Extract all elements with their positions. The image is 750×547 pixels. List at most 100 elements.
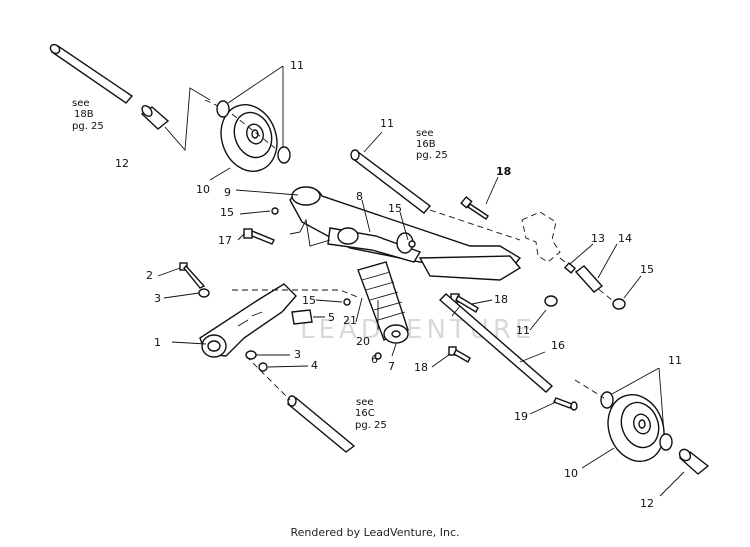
leader-10-lower bbox=[581, 447, 615, 469]
leaders-13-14-15 bbox=[569, 243, 642, 299]
axis-upper-wheel bbox=[204, 99, 276, 149]
callout-19: 19 bbox=[514, 410, 528, 423]
axis-bolt-line bbox=[232, 289, 361, 299]
callout-15-c: 15 bbox=[302, 294, 316, 307]
lower-left-shaft bbox=[286, 395, 356, 453]
callout-10-upper: 10 bbox=[196, 183, 210, 196]
leader-18-middle bbox=[471, 299, 493, 305]
nut-4 bbox=[258, 362, 268, 372]
ref-16c: see 16C pg. 25 bbox=[355, 397, 387, 431]
bolt-2 bbox=[179, 262, 206, 289]
callout-4: 4 bbox=[311, 359, 318, 372]
washer-11-lower-a bbox=[600, 391, 614, 409]
bushing-5 bbox=[291, 309, 313, 325]
svg-text:16B: 16B bbox=[416, 139, 436, 150]
ref-18b: see 18B pg. 25 bbox=[72, 98, 104, 132]
callout-15-a: 15 bbox=[220, 206, 234, 219]
svg-text:16C: 16C bbox=[355, 408, 375, 419]
swing-arm bbox=[289, 186, 522, 281]
nut-15-upper bbox=[271, 207, 279, 215]
callout-12-upper: 12 bbox=[115, 157, 129, 170]
leaders-2-3 bbox=[157, 267, 200, 299]
bushing-12-lower bbox=[678, 448, 710, 475]
callout-17: 17 bbox=[218, 234, 232, 247]
axis-lower-wheel bbox=[574, 379, 605, 399]
bracket-dashed bbox=[521, 211, 561, 263]
callout-16: 16 bbox=[551, 339, 565, 352]
callout-8: 8 bbox=[356, 190, 363, 203]
ref-16b: see 16B pg. 25 bbox=[416, 128, 448, 161]
washer-11-lower-b bbox=[659, 433, 673, 451]
leader-18-top bbox=[485, 176, 499, 205]
callout-9: 9 bbox=[224, 186, 231, 199]
nut-15-left bbox=[343, 298, 351, 306]
leader-11-lower bbox=[611, 367, 665, 434]
callout-11-middle: 11 bbox=[516, 324, 530, 337]
nut-15-right bbox=[612, 298, 626, 310]
footer-credit: Rendered by LeadVenture, Inc. bbox=[290, 526, 460, 539]
callout-20: 20 bbox=[356, 335, 370, 348]
upper-right-shaft bbox=[350, 149, 432, 214]
callout-14: 14 bbox=[618, 232, 632, 245]
svg-text:18B: 18B bbox=[74, 109, 94, 120]
leader-19 bbox=[529, 401, 557, 415]
main-arm bbox=[199, 283, 297, 358]
bolt-17 bbox=[243, 228, 275, 245]
bolt-19 bbox=[553, 397, 578, 411]
washer-3-left bbox=[198, 288, 210, 298]
leader-11-shaft bbox=[363, 131, 383, 153]
callout-3-upper: 3 bbox=[154, 292, 161, 305]
leaders-5-15 bbox=[313, 299, 343, 318]
bushing-14 bbox=[574, 265, 604, 293]
callout-7: 7 bbox=[388, 360, 395, 373]
callout-21: 21 bbox=[343, 314, 357, 327]
washer-11-upper-b bbox=[277, 146, 291, 164]
svg-text:pg. 25: pg. 25 bbox=[416, 150, 448, 161]
long-shaft-16 bbox=[438, 293, 554, 393]
idler-wheel-lower bbox=[607, 394, 665, 462]
bolt-18-lower bbox=[448, 346, 471, 363]
callout-1: 1 bbox=[154, 336, 161, 349]
washer-11-upper-a bbox=[216, 100, 230, 118]
callout-15-right: 15 bbox=[640, 263, 654, 276]
washer-11-middle bbox=[544, 295, 558, 307]
bolt-18-top bbox=[460, 196, 489, 220]
leaders-misc bbox=[209, 167, 461, 357]
callout-11-shaft: 11 bbox=[380, 117, 394, 130]
bushing-12-upper bbox=[140, 105, 170, 130]
callout-5: 5 bbox=[328, 311, 335, 324]
upper-left-shaft bbox=[49, 43, 134, 104]
callout-12-lower: 12 bbox=[640, 497, 654, 510]
leader-12-bracket bbox=[164, 87, 211, 152]
leader-12-lower bbox=[659, 471, 685, 497]
svg-text:see: see bbox=[356, 397, 374, 408]
leaders-15-17 bbox=[237, 210, 271, 241]
callout-13: 13 bbox=[591, 232, 605, 245]
svg-text:see: see bbox=[416, 128, 434, 139]
svg-text:pg. 25: pg. 25 bbox=[72, 121, 104, 132]
leader-11-middle bbox=[529, 309, 547, 331]
callout-2: 2 bbox=[146, 269, 153, 282]
callout-15-b: 15 bbox=[388, 202, 402, 215]
callout-3-lower: 3 bbox=[294, 348, 301, 361]
leader-1 bbox=[171, 341, 207, 345]
bushing-13 bbox=[564, 262, 576, 274]
leader-16 bbox=[519, 351, 546, 363]
leaders-3-4 bbox=[256, 354, 309, 368]
leader-18-lower bbox=[431, 353, 451, 368]
svg-text:see: see bbox=[72, 98, 90, 109]
callout-11-lower: 11 bbox=[668, 354, 682, 367]
callout-10-lower: 10 bbox=[564, 467, 578, 480]
callout-18-top: 18 bbox=[496, 165, 511, 178]
callout-18-lower: 18 bbox=[414, 361, 428, 374]
callout-11-upper: 11 bbox=[290, 59, 304, 72]
nut-15-center bbox=[408, 240, 416, 248]
axis-lower-left bbox=[245, 355, 291, 401]
callout-18-middle: 18 bbox=[494, 293, 508, 306]
shock-absorber bbox=[357, 261, 409, 360]
leader-11-upper bbox=[227, 65, 284, 147]
leader-bracket-9 bbox=[289, 218, 331, 247]
svg-text:pg. 25: pg. 25 bbox=[355, 420, 387, 431]
callout-6: 6 bbox=[371, 353, 378, 366]
